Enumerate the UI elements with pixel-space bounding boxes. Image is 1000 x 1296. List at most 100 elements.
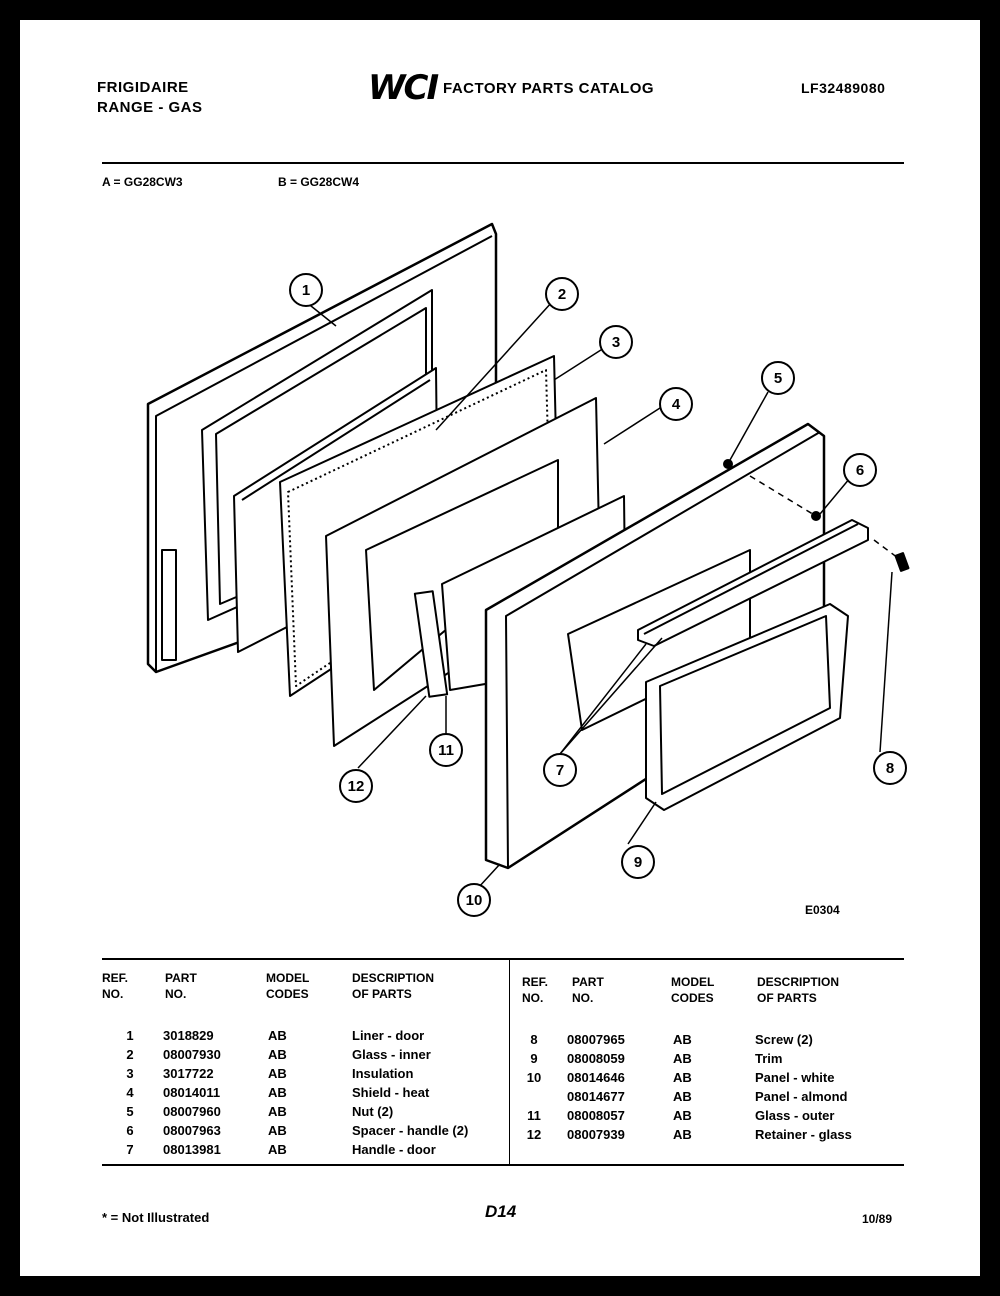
table-top-rule xyxy=(102,958,904,960)
parts-row-model: AB xyxy=(268,1123,287,1138)
parts-row-desc: Liner - door xyxy=(352,1028,425,1043)
svg-text:12: 12 xyxy=(348,778,365,795)
parts-row-model: AB xyxy=(673,1051,692,1066)
parts-row-desc: Spacer - handle (2) xyxy=(352,1123,469,1138)
callout-11: 11 xyxy=(429,733,463,767)
parts-row-desc: Glass - outer xyxy=(755,1108,835,1123)
revision-date: 10/89 xyxy=(862,1212,893,1226)
parts-row-ref: 11 xyxy=(527,1108,541,1123)
parts-row-ref: 9 xyxy=(530,1051,538,1066)
parts-row-part: 08007939 xyxy=(567,1127,625,1142)
parts-row-part: 08007930 xyxy=(163,1047,221,1062)
callout-10: 10 xyxy=(457,883,491,917)
header-part-no-left: PART NO. xyxy=(165,971,197,1001)
svg-text:8: 8 xyxy=(886,760,894,777)
parts-row-part: 08007960 xyxy=(163,1104,221,1119)
parts-row-model: AB xyxy=(673,1032,692,1047)
callout-2: 2 xyxy=(545,277,579,311)
wci-logo: WCI xyxy=(368,68,439,108)
parts-row-model: AB xyxy=(268,1066,287,1081)
parts-row-ref: 7 xyxy=(126,1142,134,1157)
parts-row-desc: Nut (2) xyxy=(352,1104,394,1119)
parts-row-model: AB xyxy=(268,1085,287,1100)
svg-text:9: 9 xyxy=(634,854,642,871)
parts-row-desc: Screw (2) xyxy=(755,1032,813,1047)
callout-7: 7 xyxy=(543,753,577,787)
model-b-label: B = GG28CW4 xyxy=(278,175,360,189)
catalog-page: FRIGIDAIRE RANGE - GAS WCI FACTORY PARTS… xyxy=(20,20,980,1276)
brand-name: FRIGIDAIRE xyxy=(97,79,189,96)
parts-row-ref: 1 xyxy=(126,1028,134,1043)
trim-part xyxy=(645,603,849,811)
callout-4: 4 xyxy=(659,387,693,421)
parts-row-part: 3017722 xyxy=(163,1066,214,1081)
header-ref-no-left: REF. NO. xyxy=(102,971,129,1001)
header-model-codes-right: MODEL CODES xyxy=(671,975,715,1005)
callout-12: 12 xyxy=(339,769,373,803)
svg-text:1: 1 xyxy=(302,282,310,299)
parts-row-part: 08008059 xyxy=(567,1051,625,1066)
table-column-divider xyxy=(509,960,510,1164)
table-bottom-rule xyxy=(102,1164,904,1166)
parts-row-part: 3018829 xyxy=(163,1028,214,1043)
parts-row-ref: 2 xyxy=(126,1047,134,1062)
svg-text:3: 3 xyxy=(612,334,620,351)
parts-row-desc: Trim xyxy=(755,1051,783,1066)
parts-row-model: AB xyxy=(268,1104,287,1119)
parts-row-part: 08007963 xyxy=(163,1123,221,1138)
door-handle-part xyxy=(637,519,869,647)
parts-row-model: AB xyxy=(268,1142,287,1157)
parts-row-part: 08014677 xyxy=(567,1089,625,1104)
parts-row-model: AB xyxy=(673,1127,692,1142)
header-divider xyxy=(102,162,904,164)
parts-row-desc: Shield - heat xyxy=(352,1085,430,1100)
parts-row-ref: 3 xyxy=(126,1066,134,1081)
parts-row-model: AB xyxy=(268,1028,287,1043)
callout-markers: 1 2 3 4 5 6 7 8 9 10 11 12 xyxy=(289,273,907,917)
header-part-no-right: PART NO. xyxy=(572,975,604,1005)
nut-part xyxy=(723,459,733,469)
parts-row-desc: Retainer - glass xyxy=(755,1127,852,1142)
oven-door-exploded-diagram: 1 2 3 4 5 6 7 8 9 10 11 12 xyxy=(146,222,910,917)
parts-row-part: 08007965 xyxy=(567,1032,625,1047)
parts-row-ref: 4 xyxy=(126,1085,134,1100)
parts-row-desc: Panel - almond xyxy=(755,1089,848,1104)
callout-3: 3 xyxy=(599,325,633,359)
parts-row-part: 08014646 xyxy=(567,1070,625,1085)
header-description-left: DESCRIPTION OF PARTS xyxy=(352,971,435,1001)
header-model-codes-left: MODEL CODES xyxy=(266,971,310,1001)
product-line: RANGE - GAS xyxy=(97,99,203,116)
callout-5: 5 xyxy=(761,361,795,395)
callout-8: 8 xyxy=(873,751,907,785)
page-number: D14 xyxy=(485,1202,517,1221)
parts-row-model: AB xyxy=(673,1089,692,1104)
parts-row-desc: Panel - white xyxy=(755,1070,835,1085)
parts-row-desc: Glass - inner xyxy=(352,1047,431,1062)
header-ref-no-right: REF. NO. xyxy=(522,975,549,1005)
callout-1: 1 xyxy=(289,273,323,307)
catalog-number: LF32489080 xyxy=(801,80,886,96)
parts-row-part: 08014011 xyxy=(163,1085,221,1100)
parts-row-model: AB xyxy=(268,1047,287,1062)
callout-6: 6 xyxy=(843,453,877,487)
parts-row-part: 08008057 xyxy=(567,1108,625,1123)
svg-text:2: 2 xyxy=(558,286,566,303)
parts-row-ref: 12 xyxy=(526,1127,542,1142)
svg-text:6: 6 xyxy=(856,462,864,479)
parts-row-ref: 10 xyxy=(526,1070,542,1085)
svg-text:4: 4 xyxy=(672,396,681,413)
svg-text:7: 7 xyxy=(556,762,564,779)
parts-row-ref: 5 xyxy=(126,1104,134,1119)
callout-9: 9 xyxy=(621,845,655,879)
parts-row-model: AB xyxy=(673,1108,692,1123)
model-a-label: A = GG28CW3 xyxy=(102,175,183,189)
header-description-right: DESCRIPTION OF PARTS xyxy=(757,975,840,1005)
figure-code: E0304 xyxy=(805,903,840,917)
parts-row-desc: Handle - door xyxy=(352,1142,436,1157)
parts-row-desc: Insulation xyxy=(352,1066,414,1081)
svg-text:5: 5 xyxy=(774,370,782,387)
brand-block: FRIGIDAIRE RANGE - GAS xyxy=(97,78,203,118)
svg-text:10: 10 xyxy=(466,892,483,909)
screw-part xyxy=(894,552,910,572)
parts-row-ref: 8 xyxy=(530,1032,538,1047)
